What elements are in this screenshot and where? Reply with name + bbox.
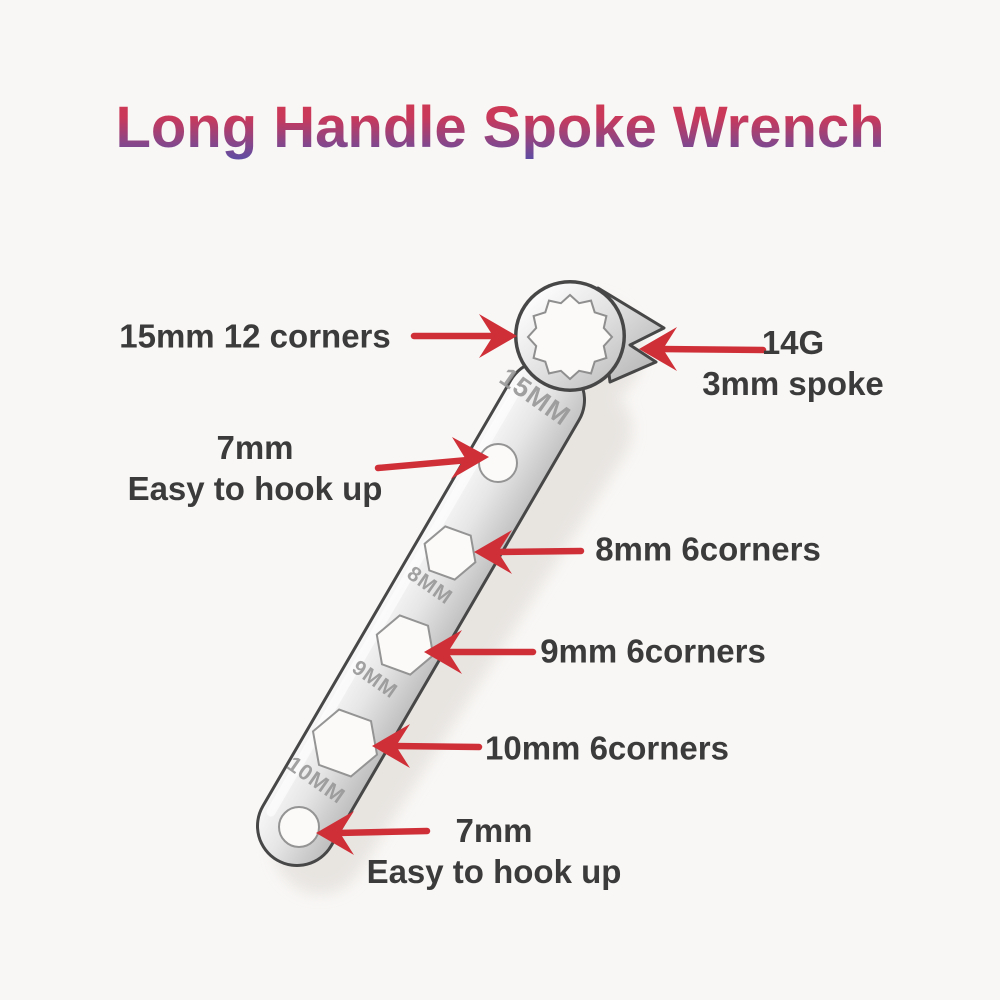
- callout-7mm-bottom-line2: Easy to hook up: [366, 853, 622, 890]
- callout-8mm-label: 8mm 6corners: [595, 530, 821, 568]
- hole-7mm-top: [478, 443, 518, 483]
- hole-8mm-hex: [423, 525, 477, 581]
- hole-9mm-hex: [375, 614, 435, 676]
- callout-spoke: 14G 3mm spoke: [702, 323, 884, 405]
- hole-15mm-12pt: [526, 293, 614, 381]
- callout-7mm-top: 7mm Easy to hook up: [128, 428, 383, 510]
- hole-10mm-hex: [311, 708, 379, 778]
- callout-15mm-ring: 15mm 12 corners: [119, 317, 391, 358]
- callout-15mm-ring-label: 15mm 12 corners: [119, 317, 391, 355]
- callout-7mm-bottom-line1: 7mm: [455, 812, 533, 850]
- callout-arrows: [316, 314, 767, 855]
- arrow-7mm-bottom: [316, 811, 431, 855]
- callout-8mm: 8mm 6corners: [595, 530, 821, 571]
- callout-10mm: 10mm 6corners: [485, 729, 729, 770]
- arrow-spoke-slot: [639, 327, 767, 371]
- arrow-10mm: [372, 724, 483, 768]
- hole-7mm-bottom: [278, 806, 320, 848]
- callout-7mm-top-line1: 7mm: [216, 429, 294, 467]
- callout-9mm-label: 9mm 6corners: [540, 632, 766, 670]
- arrow-9mm: [424, 630, 537, 674]
- arrow-7mm-top: [374, 437, 489, 479]
- arrow-8mm: [474, 530, 585, 574]
- callout-7mm-top-line2: Easy to hook up: [127, 470, 383, 507]
- arrow-15mm-ring: [410, 314, 517, 358]
- callout-9mm: 9mm 6corners: [540, 632, 766, 673]
- callout-spoke-line2: 3mm spoke: [702, 365, 884, 402]
- page-title: Long Handle Spoke Wrench: [115, 95, 885, 160]
- callout-7mm-bottom: 7mm Easy to hook up: [367, 811, 622, 893]
- callout-spoke-line1: 14G: [761, 324, 825, 362]
- callout-10mm-label: 10mm 6corners: [485, 729, 729, 767]
